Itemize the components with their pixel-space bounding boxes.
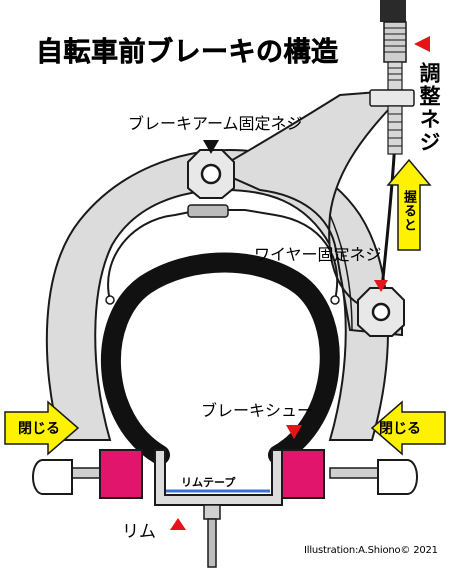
rim	[154, 449, 283, 506]
adjuster-marker	[414, 36, 430, 52]
diagram-title: 自転車前ブレーキの構造	[36, 37, 339, 69]
brake-shoe-left	[32, 449, 143, 499]
label-close-left: 閉じる	[18, 421, 60, 437]
label-adjuster: 調整ネジ	[417, 62, 441, 154]
label-arm-fixing-bolt: ブレーキアーム固定ネジ	[128, 114, 303, 133]
valve-stem	[203, 504, 221, 568]
wire-bolt-marker	[374, 280, 388, 292]
tire	[100, 252, 340, 465]
arm-fixing-bolt	[187, 149, 235, 199]
label-brake-shoe: ブレーキシュー	[201, 401, 314, 420]
arm-bolt-marker	[203, 140, 219, 154]
brake-shoe-right	[281, 449, 418, 499]
spring-end-left	[105, 295, 115, 305]
brake-arm-upper	[212, 90, 403, 337]
label-grip: 握ると	[401, 190, 416, 232]
label-rim-tape: リムテープ	[181, 476, 236, 489]
label-wire-fixing-bolt: ワイヤー固定ネジ	[254, 245, 382, 264]
illustration-credit: Illustration:A.Shiono© 2021	[304, 545, 438, 556]
spring-clip	[187, 204, 229, 218]
spring-end-right	[330, 295, 340, 305]
shoe-marker	[286, 425, 302, 439]
label-rim: リム	[122, 522, 156, 542]
close-arrow-left	[4, 400, 80, 456]
rim-marker	[170, 518, 186, 530]
cable-adjuster	[369, 0, 415, 155]
grip-arrow	[386, 158, 432, 251]
close-arrow-right	[370, 400, 446, 456]
label-close-right: 閉じる	[379, 421, 421, 437]
wire-fixing-bolt	[357, 287, 405, 337]
brake-arm-lower	[45, 148, 389, 441]
